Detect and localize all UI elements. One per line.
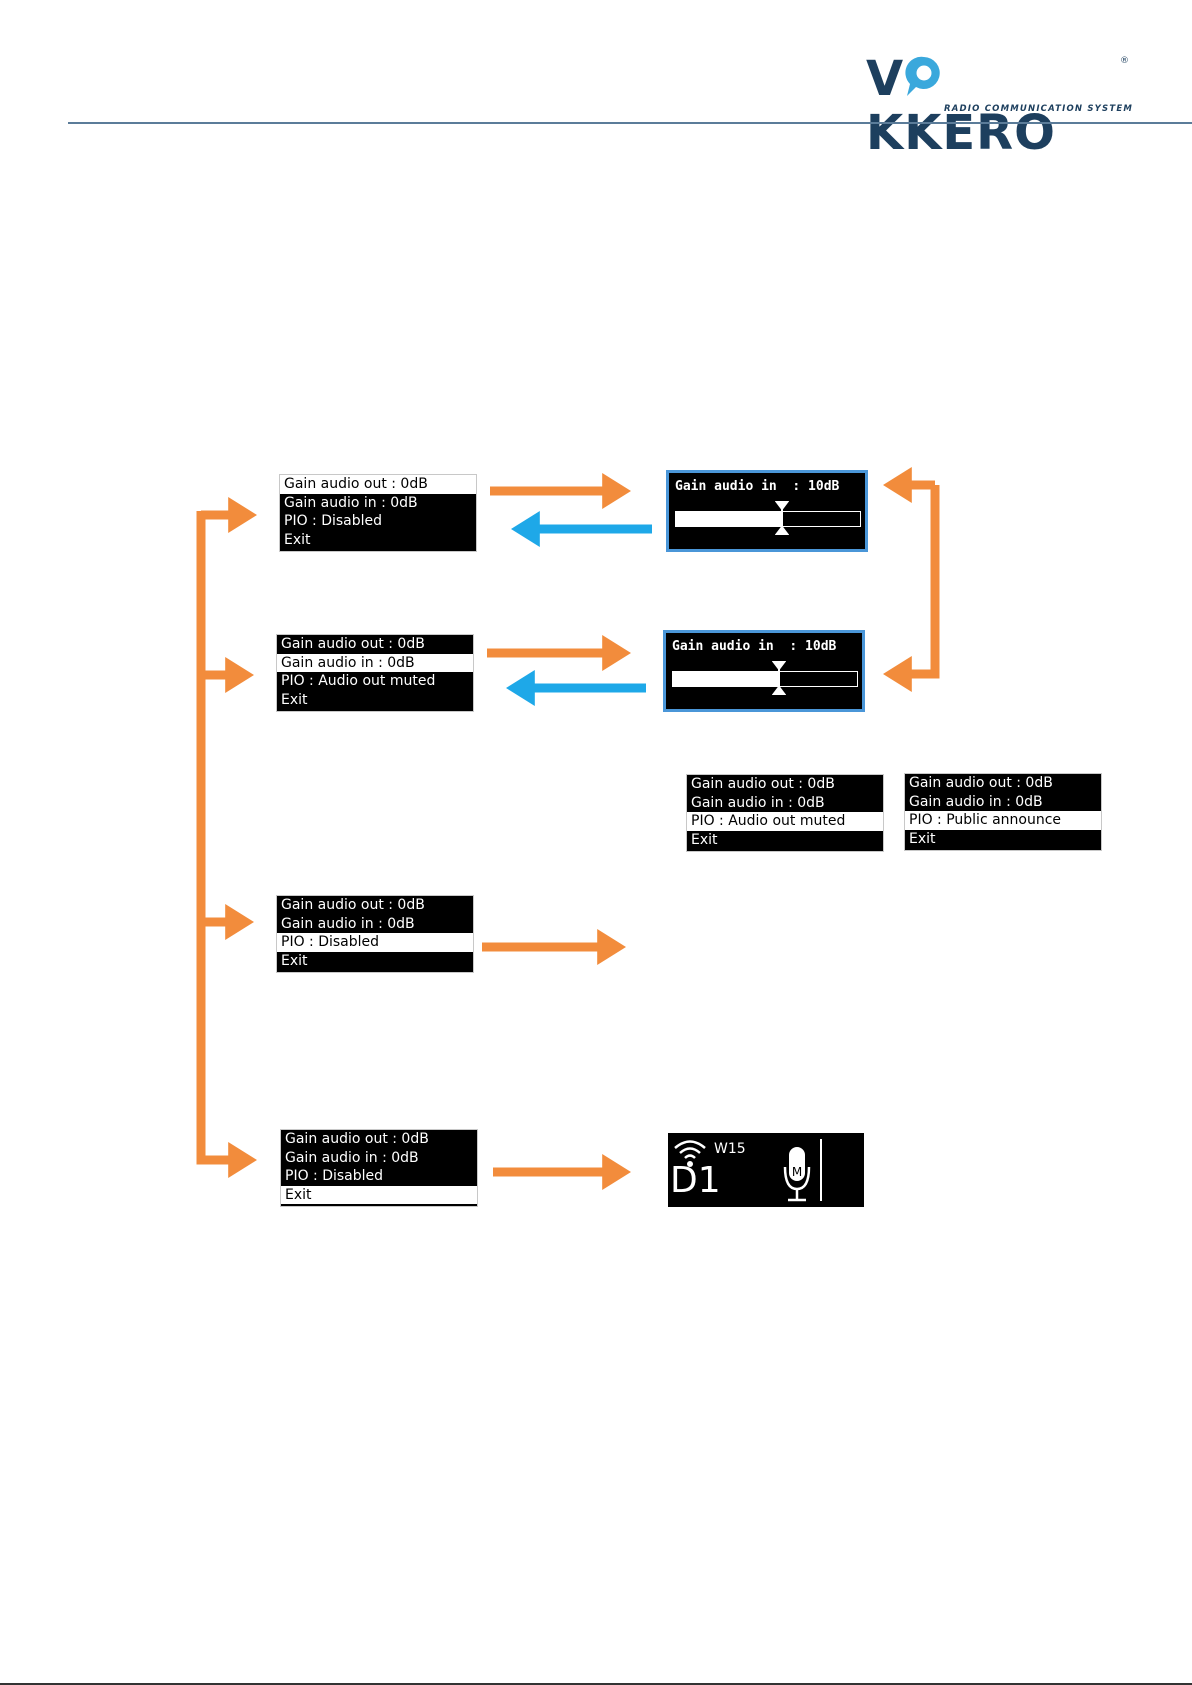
gain-bar — [675, 511, 861, 527]
menu-row-pio: PIO : Audio out muted — [687, 812, 883, 831]
brand-logo: VKKERO ® RADIO COMMUNICATION SYSTEM — [866, 52, 1132, 160]
menu-row-gain-out: Gain audio out : 0dB — [905, 774, 1101, 793]
brand-name-v: V — [866, 51, 905, 107]
menu-row-exit: Exit — [281, 1185, 477, 1204]
menu-screen-gain-in: Gain audio out : 0dB Gain audio in : 0dB… — [279, 474, 477, 552]
gain-marker-icon — [774, 501, 789, 535]
trunk-line — [196, 511, 248, 1165]
menu-row-exit: Exit — [280, 530, 476, 549]
footer-divider — [0, 1683, 1192, 1685]
menu-row-pio: PIO : Audio out muted — [277, 672, 473, 691]
registered-mark: ® — [1120, 56, 1129, 66]
menu-row-pio: PIO : Public announce — [905, 811, 1101, 830]
menu-row-exit: Exit — [277, 690, 473, 709]
menu-row-gain-out: Gain audio out : 0dB — [281, 1130, 477, 1149]
pio-option-screen-announce: Gain audio out : 0dB Gain audio in : 0dB… — [904, 773, 1102, 851]
menu-row-pio: PIO : Disabled — [277, 933, 473, 952]
gain-bar-fill — [676, 512, 783, 526]
microphone-icon: M — [783, 1147, 811, 1202]
mic-badge: M — [792, 1165, 802, 1179]
pio-option-screen-muted: Gain audio out : 0dB Gain audio in : 0dB… — [686, 774, 884, 852]
menu-row-gain-in: Gain audio in : 0dB — [687, 793, 883, 812]
menu-screen-pio: Gain audio out : 0dB Gain audio in : 0dB… — [276, 895, 474, 973]
gain-label: Gain audio in : 10dB — [675, 479, 840, 494]
menu-row-gain-in: Gain audio in : 0dB — [277, 653, 473, 672]
menu-row-exit: Exit — [905, 829, 1101, 848]
menu-row-gain-in: Gain audio in : 0dB — [277, 914, 473, 933]
menu-row-exit: Exit — [687, 830, 883, 849]
home-screen: W15 D1 M — [668, 1133, 864, 1207]
brand-name-kkero: KKERO — [866, 105, 1056, 161]
gain-bar — [672, 671, 858, 687]
brand-name: VKKERO — [866, 52, 1128, 160]
wifi-label: W15 — [714, 1141, 746, 1157]
menu-row-gain-out: Gain audio out : 0dB — [687, 775, 883, 794]
menu-row-gain-out: Gain audio out : 0dB — [277, 896, 473, 915]
gain-bar-fill — [673, 672, 780, 686]
menu-row-gain-in: Gain audio in : 0dB — [281, 1148, 477, 1167]
menu-row-exit: Exit — [277, 951, 473, 970]
brand-tagline: RADIO COMMUNICATION SYSTEM — [944, 104, 1134, 114]
gain-screen-1: Gain audio in : 10dB — [666, 470, 868, 552]
menu-row-pio: PIO : Disabled — [281, 1167, 477, 1186]
wifi-icon — [674, 1140, 706, 1167]
loop-line — [883, 485, 940, 692]
menu-screen-exit: Gain audio out : 0dB Gain audio in : 0dB… — [280, 1129, 478, 1207]
menu-row-gain-out: Gain audio out : 0dB — [280, 475, 476, 494]
header-divider — [68, 122, 1192, 124]
gain-screen-2: Gain audio in : 10dB — [663, 630, 865, 712]
speech-bubble-o-icon — [904, 52, 944, 106]
screen-divider — [820, 1139, 822, 1201]
menu-screen-gain-in-2: Gain audio out : 0dB Gain audio in : 0dB… — [276, 634, 474, 712]
gain-marker-icon — [771, 661, 786, 695]
gain-label: Gain audio in : 10dB — [672, 639, 837, 654]
menu-row-pio: PIO : Disabled — [280, 512, 476, 531]
channel-label: D1 — [670, 1160, 721, 1201]
menu-row-gain-in: Gain audio in : 0dB — [905, 792, 1101, 811]
menu-row-gain-out: Gain audio out : 0dB — [277, 635, 473, 654]
menu-row-gain-in: Gain audio in : 0dB — [280, 493, 476, 512]
